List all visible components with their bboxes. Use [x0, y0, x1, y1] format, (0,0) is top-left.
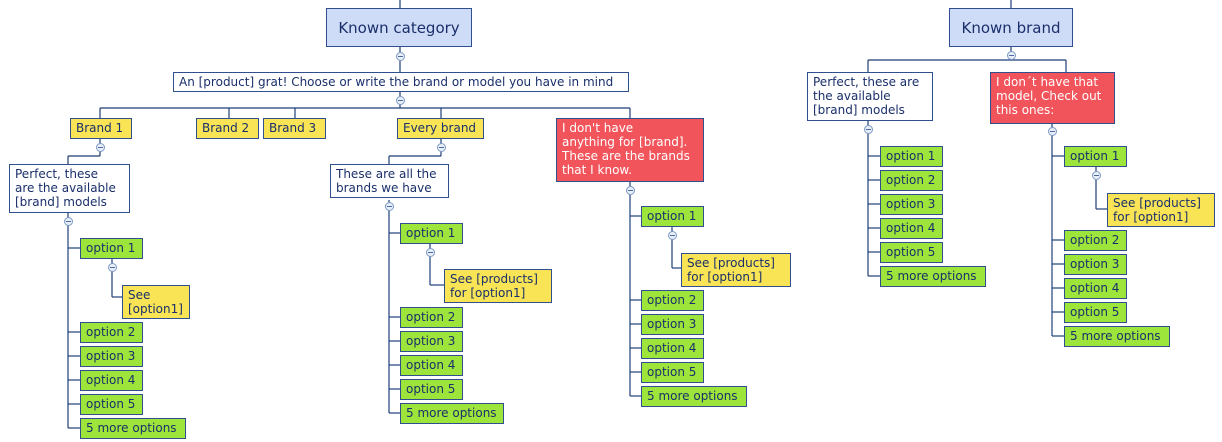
option-4-node[interactable]: option 4 — [1064, 278, 1127, 299]
option-3-node[interactable]: option 3 — [80, 346, 143, 367]
known-category-node[interactable]: Known category — [326, 8, 472, 47]
option-4-node[interactable]: option 4 — [880, 218, 943, 239]
collapse-toggle-icon[interactable] — [864, 125, 873, 134]
option-5-node[interactable]: option 5 — [641, 362, 704, 383]
option-5-node[interactable]: option 5 — [400, 379, 463, 400]
option-2-node[interactable]: option 2 — [80, 322, 143, 343]
see-products-node[interactable]: See [products] for [option1] — [681, 253, 791, 287]
option-1-node[interactable]: option 1 — [641, 206, 704, 227]
option-5-node[interactable]: option 5 — [1064, 302, 1127, 323]
option-2-node[interactable]: option 2 — [880, 170, 943, 191]
product-prompt-node[interactable]: An [product] grat! Choose or write the b… — [173, 72, 629, 92]
option-4-node[interactable]: option 4 — [641, 338, 704, 359]
option-1-node[interactable]: option 1 — [400, 223, 463, 244]
more-options-node[interactable]: 5 more options — [1064, 326, 1170, 347]
option-1-node[interactable]: option 1 — [80, 238, 143, 259]
collapse-toggle-icon[interactable] — [396, 96, 405, 105]
see-option1-node[interactable]: See [option1] — [122, 285, 190, 319]
collapse-toggle-icon[interactable] — [1048, 127, 1057, 136]
collapse-toggle-icon[interactable] — [668, 231, 677, 240]
option-3-node[interactable]: option 3 — [400, 331, 463, 352]
option-4-node[interactable]: option 4 — [80, 370, 143, 391]
brand-models-node[interactable]: Perfect, these are the available [brand]… — [9, 164, 130, 213]
option-3-node[interactable]: option 3 — [1064, 254, 1127, 275]
option-4-node[interactable]: option 4 — [400, 355, 463, 376]
available-models-node[interactable]: Perfect, these are the available [brand]… — [807, 72, 933, 121]
collapse-toggle-icon[interactable] — [426, 248, 435, 257]
brand-2-node[interactable]: Brand 2 — [196, 118, 259, 139]
collapse-toggle-icon[interactable] — [396, 52, 405, 61]
brand-3-node[interactable]: Brand 3 — [263, 118, 326, 139]
option-5-node[interactable]: option 5 — [80, 394, 143, 415]
brand-1-node[interactable]: Brand 1 — [70, 118, 132, 139]
collapse-toggle-icon[interactable] — [1092, 171, 1101, 180]
collapse-toggle-icon[interactable] — [626, 186, 635, 195]
see-products-node[interactable]: See [products] for [option1] — [1107, 193, 1215, 227]
option-1-node[interactable]: option 1 — [1064, 146, 1127, 167]
option-1-node[interactable]: option 1 — [880, 146, 943, 167]
more-options-node[interactable]: 5 more options — [641, 386, 747, 407]
option-2-node[interactable]: option 2 — [1064, 230, 1127, 251]
no-brand-alert-node[interactable]: I don't have anything for [brand]. These… — [556, 118, 704, 182]
more-options-node[interactable]: 5 more options — [80, 418, 186, 439]
option-3-node[interactable]: option 3 — [641, 314, 704, 335]
option-2-node[interactable]: option 2 — [400, 307, 463, 328]
more-options-node[interactable]: 5 more options — [880, 266, 986, 287]
option-3-node[interactable]: option 3 — [880, 194, 943, 215]
collapse-toggle-icon[interactable] — [1007, 51, 1016, 60]
option-5-node[interactable]: option 5 — [880, 242, 943, 263]
collapse-toggle-icon[interactable] — [437, 143, 446, 152]
no-model-alert-node[interactable]: I don´t have that model, Check out this … — [990, 72, 1115, 124]
collapse-toggle-icon[interactable] — [108, 263, 117, 272]
more-options-node[interactable]: 5 more options — [400, 403, 504, 424]
known-brand-node[interactable]: Known brand — [949, 8, 1073, 47]
collapse-toggle-icon[interactable] — [96, 143, 105, 152]
every-brand-node[interactable]: Every brand — [397, 118, 484, 139]
option-2-node[interactable]: option 2 — [641, 290, 704, 311]
collapse-toggle-icon[interactable] — [64, 217, 73, 226]
see-products-node[interactable]: See [products] for [option1] — [444, 269, 552, 303]
all-brands-node[interactable]: These are all the brands we have — [330, 164, 449, 198]
collapse-toggle-icon[interactable] — [385, 202, 394, 211]
